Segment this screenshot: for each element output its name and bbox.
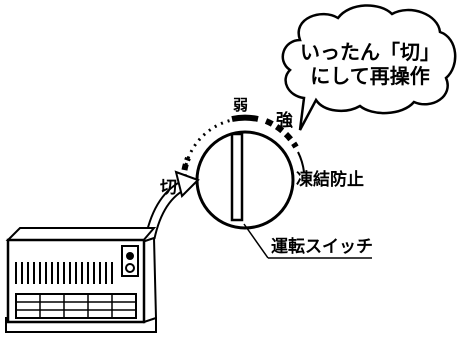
switch-leader-line	[243, 223, 269, 259]
speech-bubble-outline	[281, 4, 457, 131]
heater-second-knob	[125, 263, 135, 273]
speech-bubble	[281, 4, 457, 131]
speech-bubble-text: いったん「切」 にして再操作	[292, 40, 448, 88]
dial-label-weak: 弱	[233, 96, 249, 114]
speech-bubble-line-1: いったん「切」	[300, 40, 440, 64]
heater-bottom-grille	[15, 293, 137, 319]
heater-unit	[5, 227, 158, 333]
dial-label-off: 切	[160, 178, 177, 198]
switch-dial	[180, 114, 305, 230]
dial-strong-arc	[264, 118, 299, 149]
speech-bubble-line-2: にして再操作	[310, 64, 430, 88]
dial-circle	[195, 130, 295, 230]
dial-antifreeze-arc	[297, 151, 305, 173]
heater-switch-knob	[126, 252, 134, 260]
switch-callout-label: 運転スイッチ	[271, 237, 373, 257]
dial-label-antifreeze: 凍結防止	[296, 170, 364, 190]
heater-top-vent	[15, 262, 113, 284]
dial-label-strong: 強	[276, 111, 293, 131]
dial-knob	[230, 132, 244, 222]
dial-weak-arc	[231, 114, 259, 122]
